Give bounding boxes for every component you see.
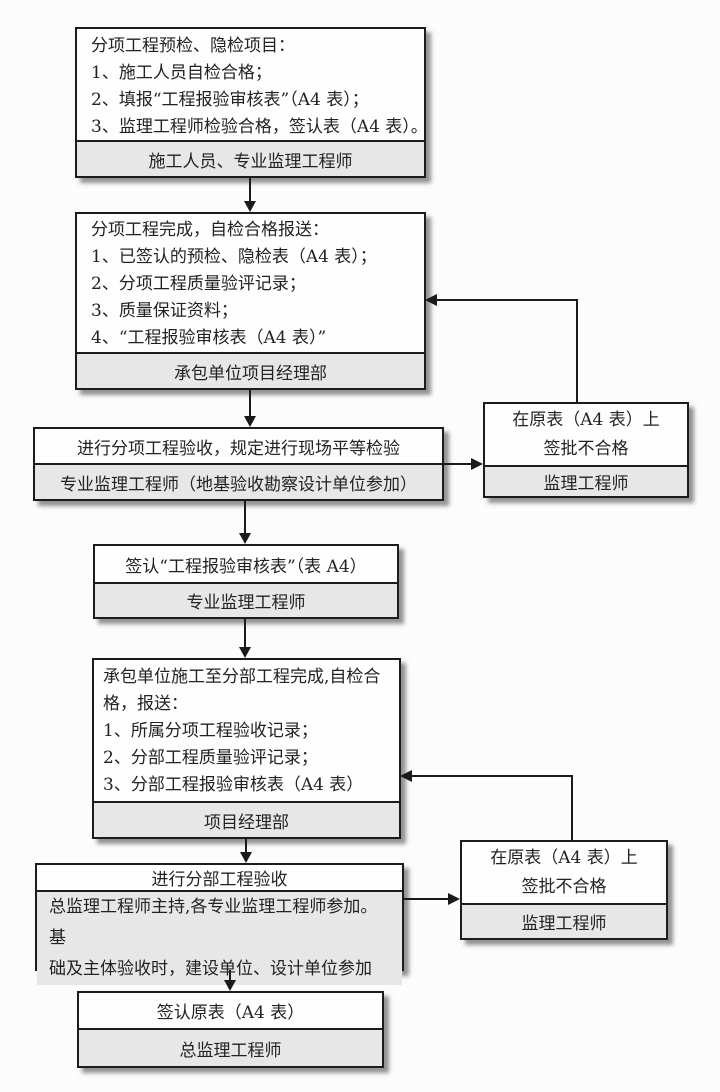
box-text-line: 签批不合格 (543, 438, 629, 459)
connector-b3-r1-line (443, 463, 472, 465)
box-text-line: 1、已签认的预检、隐检表（A4 表）； (91, 247, 377, 267)
box-title: 签认“工程报验审核表”（表 A4） (125, 556, 367, 577)
box-text-line: 3、质量保证资料； (91, 301, 238, 321)
box-title: 进行分项工程验收，规定进行现场平等检验 (77, 438, 400, 459)
box-text-line: 在原表（A4 表）上 (490, 847, 638, 868)
box-text-line: 签批不合格 (521, 876, 607, 897)
box-sign-original-form: 签认原表（A4 表） 总监理工程师 (77, 991, 384, 1068)
box-division-acceptance: 进行分部工程验收 总监理工程师主持,各专业监理工程师参加。基 础及主体验收时，建… (35, 863, 404, 985)
box-responsible-label: 专业监理工程师 (95, 582, 397, 617)
box-content: 在原表（A4 表）上 签批不合格 (462, 842, 666, 903)
arrowhead-right-icon (448, 893, 460, 905)
arrowhead-left-icon (400, 770, 412, 782)
box-reject-sign-original-1: 在原表（A4 表）上 签批不合格 监理工程师 (483, 402, 689, 498)
arrowhead-down-icon (244, 416, 256, 427)
arrowhead-down-icon (240, 852, 252, 863)
box-text-line: 4、“工程报验审核表（A4 表）” (91, 328, 327, 348)
box-text-line: 2、分部工程质量验评记录； (103, 748, 318, 768)
box-responsible-label: 监理工程师 (462, 903, 666, 938)
box-responsible-label: 总监理工程师 (79, 1028, 382, 1066)
feedback-r2-vertical-line (571, 775, 573, 840)
connector-b1-b2-line (249, 177, 251, 203)
arrowhead-down-icon (239, 647, 251, 658)
box-content: 分项工程完成，自检合格报送： 1、已签认的预检、隐检表（A4 表）； 2、分项工… (77, 214, 424, 352)
box-text-line: 分项工程完成，自检合格报送： (91, 220, 329, 240)
connector-b4-b5-line (244, 618, 246, 648)
box-text-line: 在原表（A4 表）上 (512, 409, 660, 430)
box-text-line: 格，报送： (103, 694, 188, 714)
box-text-line: 总监理工程师主持,各专业监理工程师参加。基 (49, 897, 378, 948)
box-responsible-label: 专业监理工程师（地基验收勘察设计单位参加） (35, 463, 442, 499)
box-content: 承包单位施工至分部工程完成,自检合 格，报送： 1、所属分项工程验收记录； 2、… (94, 660, 399, 801)
feedback-r2-horizontal-line (412, 775, 573, 777)
box-text-line: 承包单位施工至分部工程完成,自检合 (103, 667, 381, 687)
arrowhead-right-icon (471, 458, 483, 470)
box-responsible-label: 施工人员、专业监理工程师 (77, 140, 424, 176)
box-subitem-acceptance: 进行分项工程验收，规定进行现场平等检验 专业监理工程师（地基验收勘察设计单位参加… (33, 427, 444, 501)
box-subitem-preinspection: 分项工程预检、隐检项目： 1、施工人员自检合格； 2、填报“工程报验审核表”（A… (75, 27, 428, 178)
arrowhead-left-icon (425, 294, 437, 306)
box-title: 签认原表（A4 表） (156, 1003, 305, 1023)
connector-b3-b4-line (244, 500, 246, 534)
box-reject-sign-original-2: 在原表（A4 表）上 签批不合格 监理工程师 (460, 840, 668, 940)
arrowhead-down-icon (224, 980, 236, 991)
arrowhead-down-icon (239, 533, 251, 544)
arrowhead-down-icon (244, 201, 256, 212)
box-content: 分项工程预检、隐检项目： 1、施工人员自检合格； 2、填报“工程报验审核表”（A… (77, 29, 428, 140)
box-text-line: 础及主体验收时，建设单位、设计单位参加 (49, 959, 372, 979)
box-text-line: 2、填报“工程报验审核表”（A4 表）； (91, 90, 369, 110)
connector-b6-r2-line (403, 898, 449, 900)
connector-b6-b7-line (229, 970, 231, 981)
box-responsible-label: 项目经理部 (94, 801, 399, 837)
box-sign-review-form: 签认“工程报验审核表”（表 A4） 专业监理工程师 (93, 544, 399, 619)
box-responsible-label: 承包单位项目经理部 (77, 352, 424, 388)
connector-b5-b6-line (245, 838, 247, 853)
box-text-line: 2、分项工程质量验评记录； (91, 274, 306, 294)
connector-b2-b3-line (249, 389, 251, 418)
box-text-line: 1、施工人员自检合格； (91, 63, 272, 83)
box-responsible-label: 监理工程师 (485, 465, 687, 496)
box-text-line: 3、监理工程师检验合格，签认表（A4 表）。 (91, 117, 428, 137)
box-text-line: 1、所属分项工程验收记录； (103, 721, 318, 741)
box-title: 进行分部工程验收 (151, 870, 288, 890)
feedback-r1-horizontal-line (437, 299, 578, 301)
feedback-r1-vertical-line (576, 299, 578, 402)
box-content: 在原表（A4 表）上 签批不合格 (485, 404, 687, 465)
box-text-line: 3、分部工程报验审核表（A4 表） (103, 775, 364, 795)
box-subitem-completion-submission: 分项工程完成，自检合格报送： 1、已签认的预检、隐检表（A4 表）； 2、分项工… (75, 212, 426, 390)
box-text-line: 分项工程预检、隐检项目： (91, 36, 295, 56)
box-responsible-label: 总监理工程师主持,各专业监理工程师参加。基 础及主体验收时，建设单位、设计单位参… (37, 890, 402, 985)
box-division-completion-submission: 承包单位施工至分部工程完成,自检合 格，报送： 1、所属分项工程验收记录； 2、… (92, 658, 401, 839)
